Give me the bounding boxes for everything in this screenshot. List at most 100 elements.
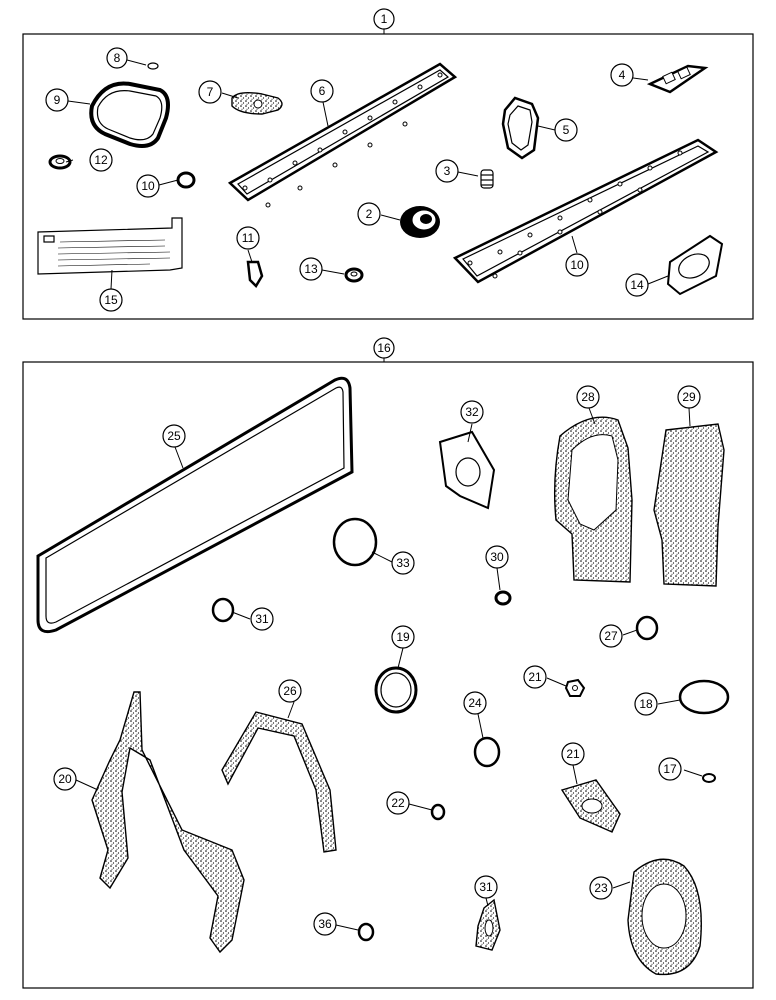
- callout-31a: 31: [250, 607, 274, 631]
- callout-22: 22: [386, 791, 410, 815]
- part-23-gasket: [627, 858, 702, 976]
- part-9-seal: [89, 81, 170, 148]
- svg-text:31: 31: [479, 880, 493, 894]
- svg-text:10: 10: [141, 179, 155, 193]
- svg-text:32: 32: [465, 405, 479, 419]
- part-19-ring: [374, 666, 418, 714]
- part-24-ring: [473, 736, 501, 768]
- part-31-ring: [211, 597, 235, 623]
- callout-28: 28: [576, 385, 600, 409]
- svg-text:14: 14: [630, 278, 644, 292]
- callout-1: 1: [373, 8, 395, 30]
- svg-text:10: 10: [570, 258, 584, 272]
- svg-text:36: 36: [318, 917, 332, 931]
- part-6-long-gasket: [227, 62, 458, 208]
- callout-14: 14: [625, 273, 649, 297]
- svg-text:31: 31: [255, 612, 269, 626]
- callout-11: 11: [236, 226, 260, 250]
- svg-text:18: 18: [639, 697, 653, 711]
- svg-text:17: 17: [663, 762, 677, 776]
- callout-23: 23: [589, 876, 613, 900]
- callout-27: 27: [599, 624, 623, 648]
- callout-20: 20: [53, 767, 77, 791]
- group-16-frame: [22, 361, 754, 989]
- callout-17: 17: [658, 757, 682, 781]
- svg-text:19: 19: [396, 630, 410, 644]
- part-20-gasket: [91, 691, 245, 954]
- svg-text:11: 11: [242, 231, 255, 245]
- callout-7: 7: [198, 80, 222, 104]
- callout-25: 25: [162, 424, 186, 448]
- part-4-gasket: [646, 64, 709, 94]
- group-1-frame: [22, 33, 754, 320]
- part-21-nut: [564, 678, 586, 697]
- callout-6: 6: [310, 79, 334, 103]
- part-21-gasket: [560, 779, 621, 833]
- svg-text:33: 33: [396, 556, 410, 570]
- callout-10b: 10: [565, 253, 589, 277]
- svg-text:28: 28: [581, 390, 595, 404]
- part-3-fitting: [480, 169, 494, 189]
- svg-text:1: 1: [381, 12, 388, 26]
- svg-text:13: 13: [304, 262, 318, 276]
- svg-text:30: 30: [490, 550, 504, 564]
- svg-text:4: 4: [619, 68, 626, 82]
- part-11-clip: [246, 260, 264, 289]
- callout-32: 32: [460, 400, 484, 424]
- callout-3: 3: [435, 159, 459, 183]
- callout-2: 2: [357, 202, 381, 226]
- callout-16: 16: [373, 337, 395, 359]
- part-8-washer: [147, 62, 159, 70]
- svg-text:8: 8: [114, 51, 121, 65]
- part-7-gasket: [231, 91, 283, 115]
- callout-4: 4: [610, 63, 634, 87]
- part-32-gasket: [438, 430, 496, 510]
- callout-36: 36: [313, 912, 337, 936]
- callout-8: 8: [106, 47, 128, 69]
- callout-30: 30: [485, 545, 509, 569]
- svg-text:21: 21: [566, 747, 580, 761]
- part-13-ring: [344, 267, 364, 283]
- svg-text:9: 9: [54, 93, 61, 107]
- part-15-label: [37, 217, 183, 275]
- part-28-gasket: [553, 416, 633, 583]
- svg-text:20: 20: [58, 772, 72, 786]
- svg-text:24: 24: [468, 696, 482, 710]
- callout-18: 18: [634, 692, 658, 716]
- part-33-ring: [332, 517, 378, 567]
- part-12-ring: [48, 154, 72, 170]
- svg-text:5: 5: [563, 123, 570, 137]
- part-25-gasket: [36, 376, 354, 634]
- part-29-gasket: [653, 423, 725, 587]
- svg-text:21: 21: [528, 670, 542, 684]
- svg-text:7: 7: [207, 85, 214, 99]
- svg-text:6: 6: [319, 84, 326, 98]
- callout-21a: 21: [523, 665, 547, 689]
- part-17-ring: [702, 773, 716, 783]
- part-26-gasket: [221, 711, 337, 853]
- svg-text:26: 26: [283, 684, 297, 698]
- svg-text:25: 25: [167, 429, 181, 443]
- callout-31b: 31: [474, 875, 498, 899]
- callout-12: 12: [89, 148, 113, 172]
- callout-26: 26: [278, 679, 302, 703]
- callout-21b: 21: [561, 742, 585, 766]
- part-30-washer: [494, 590, 512, 606]
- svg-text:16: 16: [377, 341, 391, 355]
- svg-text:27: 27: [604, 629, 618, 643]
- svg-text:22: 22: [391, 796, 405, 810]
- part-18-ring: [678, 679, 730, 715]
- callout-15: 15: [99, 288, 123, 312]
- part-22-ring: [430, 803, 446, 821]
- part-36-ring: [357, 922, 375, 942]
- callout-10a: 10: [136, 174, 160, 198]
- svg-text:12: 12: [94, 153, 108, 167]
- part-10-long-gasket: [452, 138, 719, 284]
- callout-19: 19: [391, 625, 415, 649]
- svg-text:15: 15: [104, 293, 118, 307]
- svg-text:29: 29: [682, 390, 696, 404]
- part-2-seal: [400, 206, 440, 238]
- callout-13: 13: [299, 257, 323, 281]
- leader-lines: [65, 59, 703, 931]
